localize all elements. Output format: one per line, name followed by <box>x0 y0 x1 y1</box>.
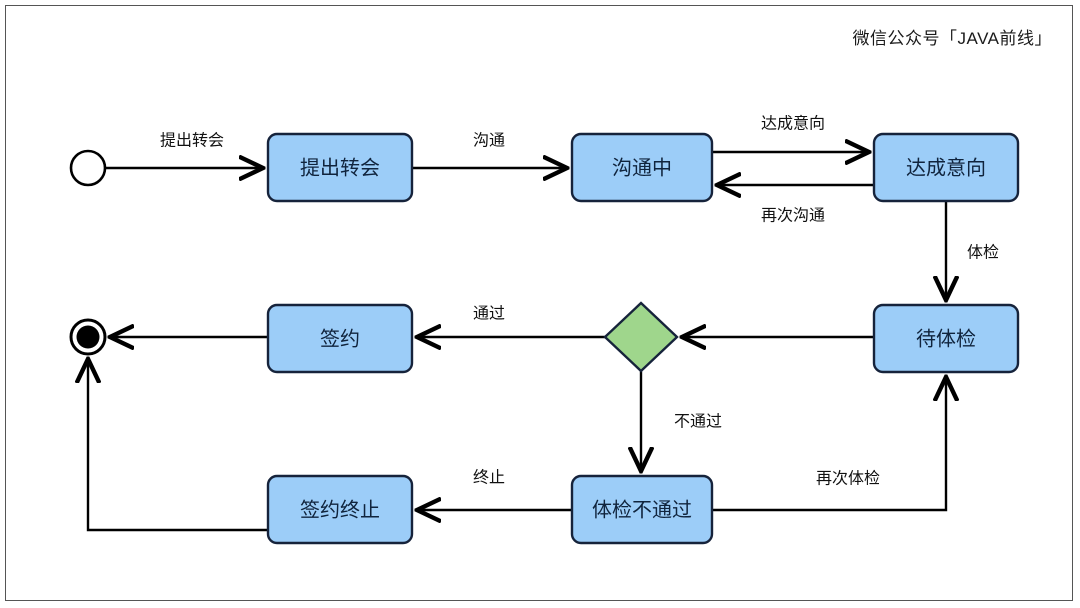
state-node-label: 提出转会 <box>300 157 380 180</box>
decision-node[interactable] <box>603 301 679 373</box>
state-node-tichuzhuanhui[interactable]: 提出转会 <box>266 132 414 203</box>
edge-label-goutong: 沟通 <box>473 132 505 150</box>
edge-qianyuezhongzhi-to-end <box>88 360 268 532</box>
edge-label-zaicitijian: 再次体检 <box>816 470 880 488</box>
edge-decision-to-tijianbutongguo: 不通过 <box>641 371 722 470</box>
final-state-node[interactable] <box>69 318 107 356</box>
edge-tijianbutongguo-to-qianyuezhongzhi: 终止 <box>418 469 572 511</box>
state-node-label: 签约 <box>320 328 360 351</box>
state-node-label: 签约终止 <box>300 499 380 522</box>
edge-label-dachengyixiang: 达成意向 <box>761 114 825 133</box>
state-node-label: 达成意向 <box>906 157 986 180</box>
edge-label-zhongzhi: 终止 <box>473 469 505 487</box>
edge-goutongzhong-to-dachengyixiang: 达成意向 <box>712 114 868 153</box>
edge-dachengyixiang-to-goutongzhong: 再次沟通 <box>718 185 874 225</box>
edge-label-tichuzhuanhui: 提出转会 <box>160 132 224 150</box>
edge-label-tijian: 体检 <box>967 244 999 262</box>
edge-tichu-to-goutongzhong: 沟通 <box>412 132 566 169</box>
state-node-label: 沟通中 <box>612 157 672 180</box>
state-node-label: 体检不通过 <box>592 499 692 522</box>
state-node-daitijian[interactable]: 待体检 <box>872 303 1020 374</box>
canvas-frame <box>5 5 1073 601</box>
state-node-qianyuezhongzhi[interactable]: 签约终止 <box>266 474 414 545</box>
edge-tijianbutongguo-to-daitijian: 再次体检 <box>712 378 946 512</box>
edge-start-to-tichu: 提出转会 <box>106 132 262 169</box>
state-node-dachengyixiang[interactable]: 达成意向 <box>872 132 1020 203</box>
state-node-goutongzhong[interactable]: 沟通中 <box>570 132 714 203</box>
edge-label-tongguo: 通过 <box>473 305 505 323</box>
edge-label-zaicigoutong: 再次沟通 <box>761 207 825 225</box>
edge-dachengyixiang-to-daitijian: 体检 <box>946 201 999 299</box>
state-node-qianyue[interactable]: 签约 <box>266 303 414 374</box>
state-node-label: 待体检 <box>916 328 976 351</box>
state-node-tijianbutongguo[interactable]: 体检不通过 <box>570 474 714 545</box>
watermark-text: 微信公众号「JAVA前线」 <box>852 29 1052 48</box>
edge-label-butongguo: 不通过 <box>674 413 722 431</box>
initial-state-node[interactable] <box>69 149 107 187</box>
edge-decision-to-qianyue: 通过 <box>418 305 605 338</box>
